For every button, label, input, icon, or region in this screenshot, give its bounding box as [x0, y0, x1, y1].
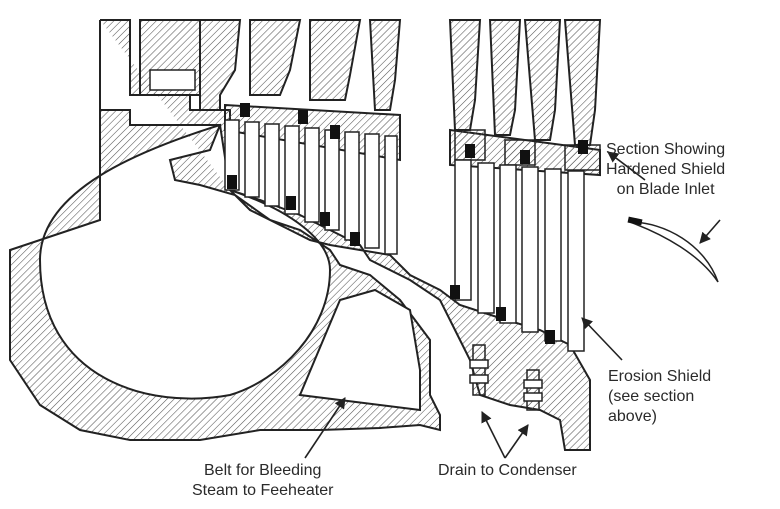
drain-label: Drain to Condenser: [438, 461, 577, 481]
top-stator: [139, 19, 602, 146]
bleed-belt-line-1: Belt for Bleeding: [204, 462, 322, 479]
hardened-shield-section: [629, 221, 719, 283]
shield-tip: [627, 216, 643, 226]
casing: [9, 19, 591, 451]
erosion-shield-line-2: (see section: [608, 388, 695, 405]
bleed-belt-label: Belt for Bleeding Steam to Feeheater: [192, 461, 333, 501]
bleed-belt-cavity: [298, 288, 421, 412]
section-shield-line-2: Hardened Shield: [606, 161, 726, 178]
drain-line-1: Drain to Condenser: [438, 462, 577, 479]
drain-fittings: [469, 344, 543, 411]
leader-arrows: [304, 151, 721, 459]
erosion-shield-line-1: Erosion Shield: [608, 368, 712, 385]
erosion-shield-line-3: above): [608, 408, 657, 425]
blade-rows: [224, 119, 585, 352]
bleed-belt-line-2: Steam to Feeheater: [192, 482, 334, 499]
section-shield-line-3: on Blade Inlet: [616, 181, 715, 198]
section-shield-label: Section Showing Hardened Shield on Blade…: [606, 140, 725, 200]
section-shield-line-1: Section Showing: [606, 141, 726, 158]
erosion-shield-label: Erosion Shield (see section above): [608, 367, 711, 427]
blade-root-bolts: [227, 103, 588, 344]
